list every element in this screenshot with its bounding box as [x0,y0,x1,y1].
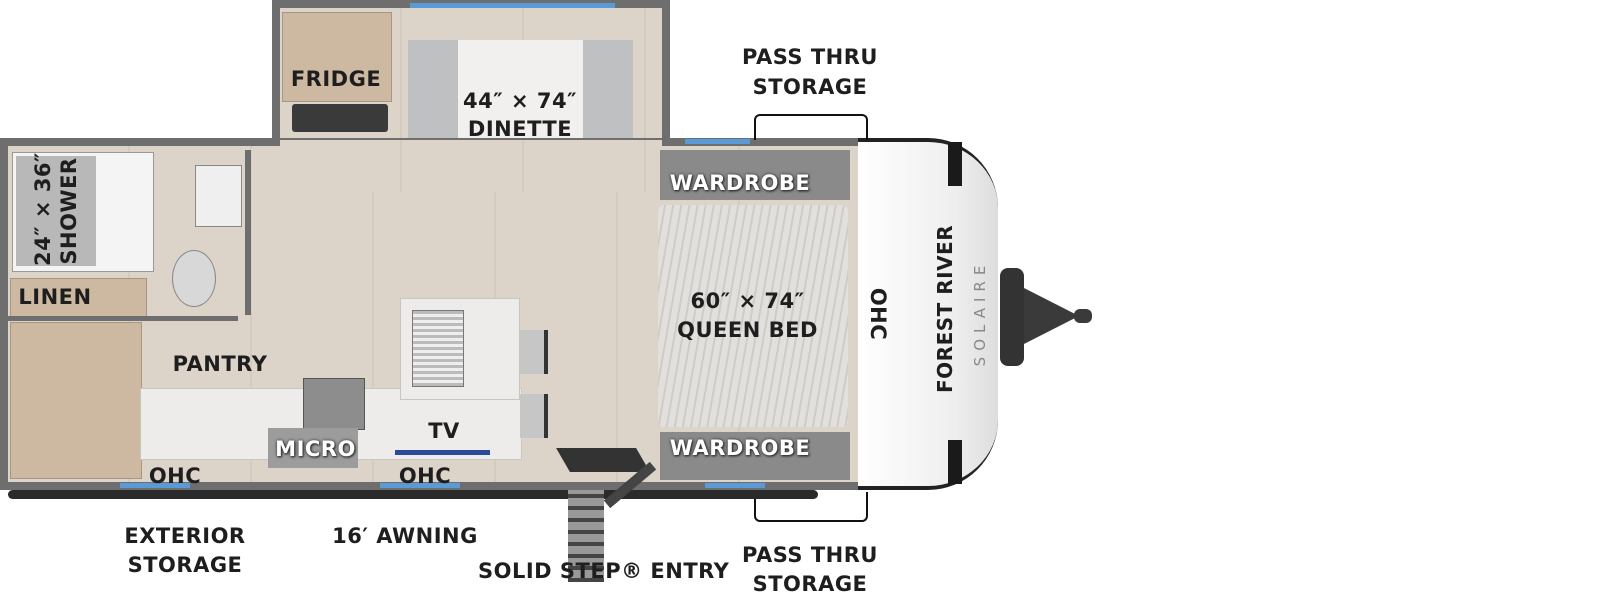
range-stove [303,378,365,430]
tv-label: TV [428,419,460,443]
wardrobe-bottom-label: WARDROBE [669,436,811,460]
pass-thru-bottom-label-2: STORAGE [752,572,868,596]
wardrobe-top-label: WARDROBE [669,171,811,195]
exterior-storage-label-2: STORAGE [127,553,243,577]
bed-label: QUEEN BED [677,318,818,342]
fridge-cabinet [282,12,392,102]
bath-sink [195,165,242,227]
hitch-tongue [1024,288,1079,344]
window [120,483,190,488]
hitch-coupler [1074,309,1092,323]
window [705,483,765,488]
ohc-left-label: OHC [148,464,202,488]
ohc-front-label: OHC [866,287,890,341]
tv [395,450,490,455]
entry-step [568,490,604,582]
bed-size-label: 60″ × 74″ [690,289,805,313]
micro-label: MICRO [275,437,356,461]
front-stripe [948,440,962,484]
pass-thru-top-label-1: PASS THRU [742,45,878,69]
wardrobe-top [660,150,850,200]
awning-bar [8,490,818,499]
fridge-label: FRIDGE [290,67,382,91]
linen-label: LINEN [18,285,92,309]
ohc-mid-label: OHC [398,464,452,488]
exterior-storage-label-1: EXTERIOR [124,524,246,548]
window [380,483,460,488]
dinette-size-label: 44″ × 74″ [463,89,577,113]
dinette-label: DINETTE [467,117,573,141]
shower-label-box [16,156,96,266]
fridge [292,104,388,132]
shower-label: SHOWER [57,157,81,265]
bath-wall [245,150,251,315]
linen-cabinet [10,278,147,318]
queen-bed [658,205,848,427]
wardrobe-bottom [660,432,850,480]
slide-floor-join [280,140,662,192]
front-stripe [948,142,962,186]
pantry-cabinet [10,322,142,479]
barstool [520,330,548,374]
bath-wall [8,316,238,321]
entry-door [556,448,650,472]
barstool [520,394,548,438]
kitchen-sink [412,310,464,387]
pass-thru-bottom-label-1: PASS THRU [742,543,878,567]
microwave [268,428,358,468]
hitch-jack [1000,268,1024,366]
model-logo: SOLAIRE [971,259,989,367]
awning-label: 16′ AWNING [332,524,478,548]
front-cap [858,138,998,490]
pass-thru-storage-top [754,114,868,140]
window [685,139,750,144]
pass-thru-top-label-2: STORAGE [752,75,868,99]
pass-thru-storage-bottom [754,492,868,522]
window [410,3,615,8]
toilet [172,250,216,307]
pantry-label: PANTRY [172,352,268,376]
entry-label: SOLID STEP® ENTRY [478,559,730,583]
shower-size-label: 24″ × 36″ [31,152,55,266]
brand-logo: FOREST RIVER [933,224,957,393]
